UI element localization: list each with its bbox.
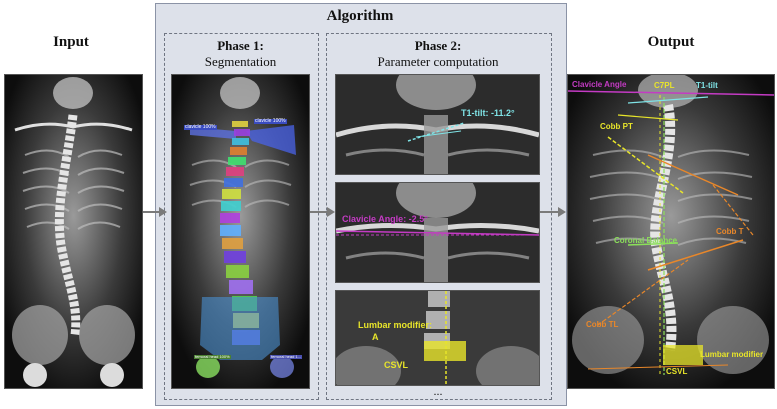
out-lumbar-modifier-label: Lumbar modifier <box>700 350 764 359</box>
csvl-label-phase2: CSVL <box>384 360 409 370</box>
phase1-subtitle: Segmentation <box>204 54 277 69</box>
phase2-box <box>326 33 552 400</box>
lumbar-modifier-value: A <box>372 332 379 342</box>
arrow-phase2-to-output <box>539 205 567 219</box>
out-cobb-tl-label: Cobb TL <box>586 320 619 329</box>
clavicle-angle-image: Clavicle Angle: -2.5° <box>335 182 540 283</box>
out-cobb-t-label: Cobb T <box>716 227 744 236</box>
phase1-box <box>164 33 319 400</box>
seg-label-clavicle-left: clavicle 100% <box>184 124 217 130</box>
t1-tilt-label: T1-tilt: -11.2° <box>461 108 515 118</box>
out-cobb-pt-label: Cobb PT <box>600 122 633 131</box>
input-xray-image <box>4 74 143 389</box>
phase2-title: Phase 2: <box>414 38 462 53</box>
seg-label-clavicle-right: clavicle 100% <box>254 118 287 124</box>
output-heading: Output <box>647 34 695 50</box>
seg-label-femoral-left: femoral head 100% <box>194 354 231 359</box>
out-t1-tilt-label: T1-tilt <box>696 81 718 90</box>
arrow-input-to-phase1 <box>142 205 168 219</box>
more-ellipsis: ... <box>433 384 443 398</box>
input-heading: Input <box>53 34 89 50</box>
t1-tilt-image: T1-tilt: -11.2° <box>335 74 540 175</box>
out-c7pl-label: C7PL <box>654 81 675 90</box>
lumbar-modifier-image: Lumbar modifier: A CSVL <box>335 290 540 386</box>
arrow-phase1-to-phase2 <box>308 205 336 219</box>
output-xray-image: Clavicle Angle C7PL T1-tilt Cobb PT Coro… <box>567 74 775 389</box>
segmentation-image: clavicle 100% clavicle 100% femoral head… <box>171 74 310 389</box>
seg-label-femoral-right: femoral head 1... <box>270 354 303 359</box>
algorithm-heading: Algorithm <box>326 8 394 24</box>
out-csvl-label: CSVL <box>666 367 688 376</box>
out-coronal-balance-label: Coronal Balance <box>614 236 678 245</box>
phase1-title: Phase 1: <box>217 38 264 53</box>
clavicle-angle-label: Clavicle Angle: -2.5° <box>342 214 428 224</box>
lumbar-modifier-label: Lumbar modifier: <box>358 320 433 330</box>
out-clavicle-angle-label: Clavicle Angle <box>572 80 627 89</box>
phase2-subtitle: Parameter computation <box>377 54 499 69</box>
